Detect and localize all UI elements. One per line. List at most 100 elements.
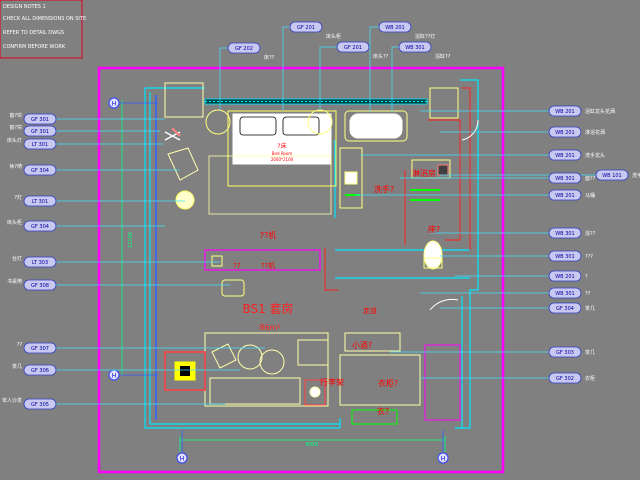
callout-tag-bubble (548, 346, 582, 358)
callout-right-4: WB 301 面?? (400, 172, 596, 184)
callout-tag: WB 301 (555, 231, 575, 237)
callout-tag: GF 307 (31, 346, 49, 352)
bed: ?床 Bed Room 2000*2100 (205, 109, 337, 215)
callout-note: 书桌椅 (7, 278, 22, 285)
callout-left-8: GF 307?? (17, 342, 265, 354)
callout-top-3: WB 201 浴缸??灯 (369, 21, 435, 112)
callout-note: 休?椅 (9, 163, 22, 170)
title-line-4: CONFIRM BEFORE WORK (3, 44, 66, 50)
callout-note: 衣柜 (585, 375, 595, 382)
callout-tag: WB 301 (555, 254, 575, 260)
callout-note: 床头柜 (7, 219, 22, 226)
callout-note: ? (585, 274, 588, 280)
callout-note: 茶几 (585, 305, 595, 312)
callout-tag-bubble (595, 169, 629, 181)
callout-tag: GF 304 (31, 168, 49, 174)
callout-tag: GF 201 (344, 45, 362, 51)
lounge-furniture (164, 127, 199, 210)
callout-note: 洗手?? (632, 172, 640, 179)
bed-size: 2000*2100 (271, 157, 294, 162)
callout-note: 淋浴花洒 (585, 129, 605, 136)
callout-tag-bubble (289, 21, 323, 33)
callout-note: ??? (585, 254, 593, 260)
title-block: DESIGN NOTES 1 CHECK ALL DIMENSIONS ON S… (0, 0, 86, 59)
title-line-3: REFER TO DETAIL DWGS (3, 30, 64, 36)
callout-tag: GF 304 (31, 224, 49, 230)
callout-tag-bubble (548, 149, 582, 161)
bottom-dimension: 8900 (306, 442, 319, 448)
grid-bubble-bottom-right: H (441, 456, 446, 463)
callout-tag-bubble (23, 256, 57, 268)
callout-tag: GF 302 (556, 376, 574, 382)
label-toilet: 座? (428, 224, 440, 234)
callout-tag: WB 301 (555, 291, 575, 297)
callout-tag: WB 201 (555, 130, 575, 136)
room-name: BS1 套房 (242, 301, 293, 316)
callout-note: ?? (17, 342, 23, 348)
callout-tag-bubble (548, 250, 582, 262)
callout-tag-bubble (548, 126, 582, 138)
callout-tag: WB 301 (555, 176, 575, 182)
grid-bubble-bottom-left: H (180, 456, 185, 463)
callout-tag: GF 202 (235, 46, 253, 52)
callout-tag: WB 101 (602, 173, 622, 179)
callout-tag-bubble (378, 21, 412, 33)
title-line-2: CHECK ALL DIMENSIONS ON SITE (3, 16, 86, 22)
callout-tag-bubble (398, 41, 432, 53)
callout-tag: GF 301 (31, 129, 49, 135)
callout-right-12: GF 302 衣柜 (420, 372, 595, 384)
label-wardrobe: 衣柜? (378, 378, 398, 388)
callout-tag: LT 301 (32, 142, 48, 148)
cabinet (164, 82, 204, 118)
drawing-frame (97, 66, 505, 474)
door-swings (429, 119, 479, 311)
callout-note: 浴缸??灯 (415, 33, 435, 40)
living-area (164, 332, 329, 407)
callout-right-1: WB 201 淋浴花洒 (440, 126, 605, 138)
callout-tag-bubble (23, 125, 57, 137)
callout-tag: LT 301 (32, 199, 48, 205)
callout-tag-bubble (23, 398, 57, 410)
label-closet: 衣? (377, 406, 389, 416)
callout-tag-bubble (548, 287, 582, 299)
callout-note: ?? (585, 291, 591, 297)
callout-right-8: WB 201? (455, 270, 588, 282)
zone-label-c: ??机 (261, 261, 275, 270)
callout-tag: WB 201 (385, 25, 405, 31)
callout-note: 单人沙发 (2, 397, 22, 404)
closet-area (304, 332, 461, 425)
callout-tag: GF 304 (556, 306, 574, 312)
callout-tag-bubble (23, 279, 57, 291)
callout-tag: GF 201 (297, 25, 315, 31)
callout-note: 浴缸龙头花洒 (585, 108, 615, 115)
callout-left-4: LT 301?灯 (14, 194, 185, 207)
callout-right-10: GF 304 茶几 (440, 302, 595, 314)
callout-tag: GF 301 (31, 117, 49, 123)
title-line-1: DESIGN NOTES 1 (3, 4, 46, 10)
callout-tag-bubble (548, 172, 582, 184)
callout-tag-bubble (23, 113, 57, 125)
callout-tag-bubble (23, 195, 57, 207)
callout-tag: GF 303 (556, 350, 574, 356)
callout-tag-bubble (548, 189, 582, 201)
callout-tag-bubble (227, 42, 261, 54)
callout-tag-bubble (336, 41, 370, 53)
callout-tag-bubble (23, 342, 57, 354)
callout-right-7: WB 301??? (440, 250, 593, 262)
callout-note: 面?? (585, 176, 596, 182)
callout-tag-bubble (548, 372, 582, 384)
callout-note: 床?? (264, 54, 275, 61)
